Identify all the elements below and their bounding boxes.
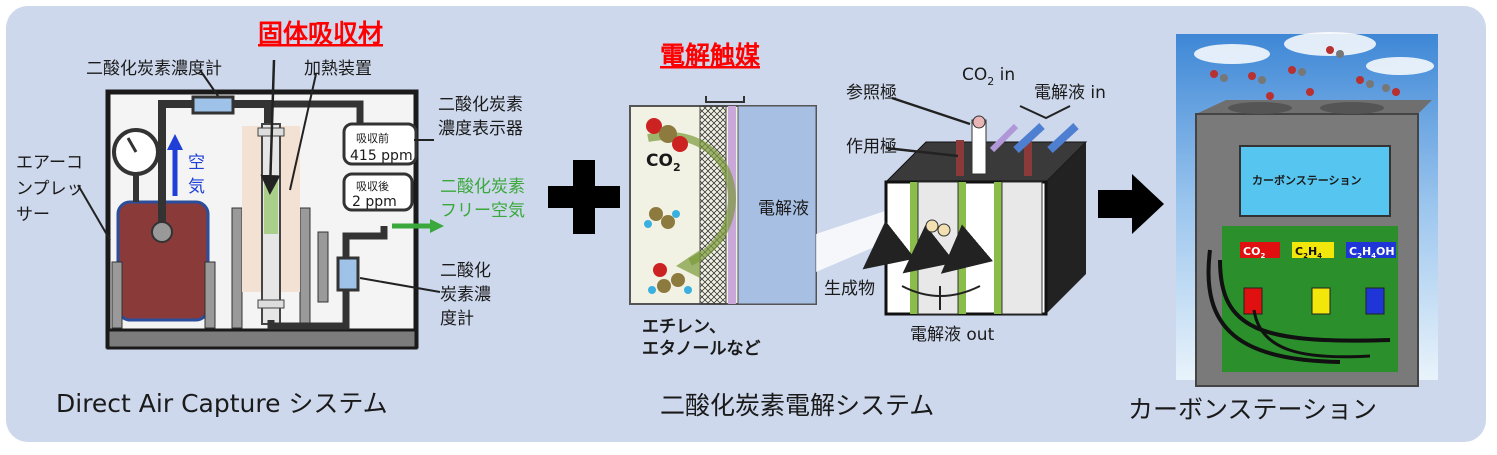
compressor-label-3: サー [16,205,50,225]
compressor-label-1: エアーコ [16,153,83,173]
nozzle-badge [1240,242,1280,258]
electrolyte-out-label: 電解液 out [910,325,995,345]
display-label-1: 二酸化炭素 [438,95,523,115]
co2-meter-right [336,256,360,292]
display-after [342,172,414,212]
nozzle-c2h5oh-icon [1365,287,1385,315]
co2-meter-right-label-3: 度計 [440,309,474,329]
air-label-1: 空 [188,153,205,173]
nozzle-badge [1346,242,1396,258]
station-screen [1239,145,1391,217]
nozzle-formula-label: C2H4OH [1349,245,1395,260]
plus-icon [548,160,620,234]
co2-meter-top-label: 二酸化炭素濃度計 [86,59,222,79]
air-label-2: 気 [188,177,205,197]
before-label: 吸収前 [356,131,389,145]
co2-meter-right-label-1: 二酸化 [440,261,491,281]
station-screen-text: カーボンステーション [1252,173,1362,187]
air-up-arrow [167,134,183,150]
nozzle-labels: CO2 C2H4 C2H4OH [1240,242,1396,260]
reference-electrode-label: 参照極 [846,83,897,103]
electrolysis-system [629,96,1088,316]
products-label-1: エチレン、 [642,317,726,337]
display-label-2: 濃度表示器 [438,119,523,139]
co2-free-label-2: フリー空気 [440,201,525,221]
dac-base [106,328,418,350]
working-electrode-label: 作用極 [846,137,897,157]
after-label: 吸収後 [356,179,389,193]
catalyst-label: 電解触媒 [660,41,761,70]
nozzle-co2-icon [1243,287,1263,315]
co2-meter-top [191,95,235,115]
heater-label: 加熱装置 [304,59,372,79]
nozzle-formula-label: CO2 [1243,245,1265,260]
after-value: 2 ppm [352,194,397,210]
station-caption: カーボンステーション [1128,395,1377,424]
co2-free-label-1: 二酸化炭素 [440,177,525,197]
electrolyte-label: 電解液 [758,199,809,219]
co2-label: CO2 [646,151,681,174]
products-label-2: エタノールなど [642,339,761,359]
dac-caption: Direct Air Capture システム [56,389,388,418]
compressor-label-2: ンプレッ [16,179,84,199]
co2-free-arrow [430,219,444,233]
nozzle-c2h4-icon [1311,287,1331,315]
before-value: 415 ppm [350,148,413,164]
carbon-station [1176,32,1438,387]
nozzle-badge [1292,242,1334,258]
co2-in-label: CO2 in [962,65,1015,88]
electrolysis-caption: 二酸化炭素電解システム [660,391,934,420]
co2-meter-right-label-2: 炭素濃 [440,285,491,305]
electrolyte-in-label: 電解液 in [1034,83,1106,103]
display-before [342,122,418,166]
product-label: 生成物 [824,279,875,299]
dac-system [77,59,444,350]
flow-arrow-icon [1098,174,1164,234]
nozzle-formula-label: C2H4 [1295,245,1322,260]
solid-absorbent-label: 固体吸収材 [258,19,383,48]
